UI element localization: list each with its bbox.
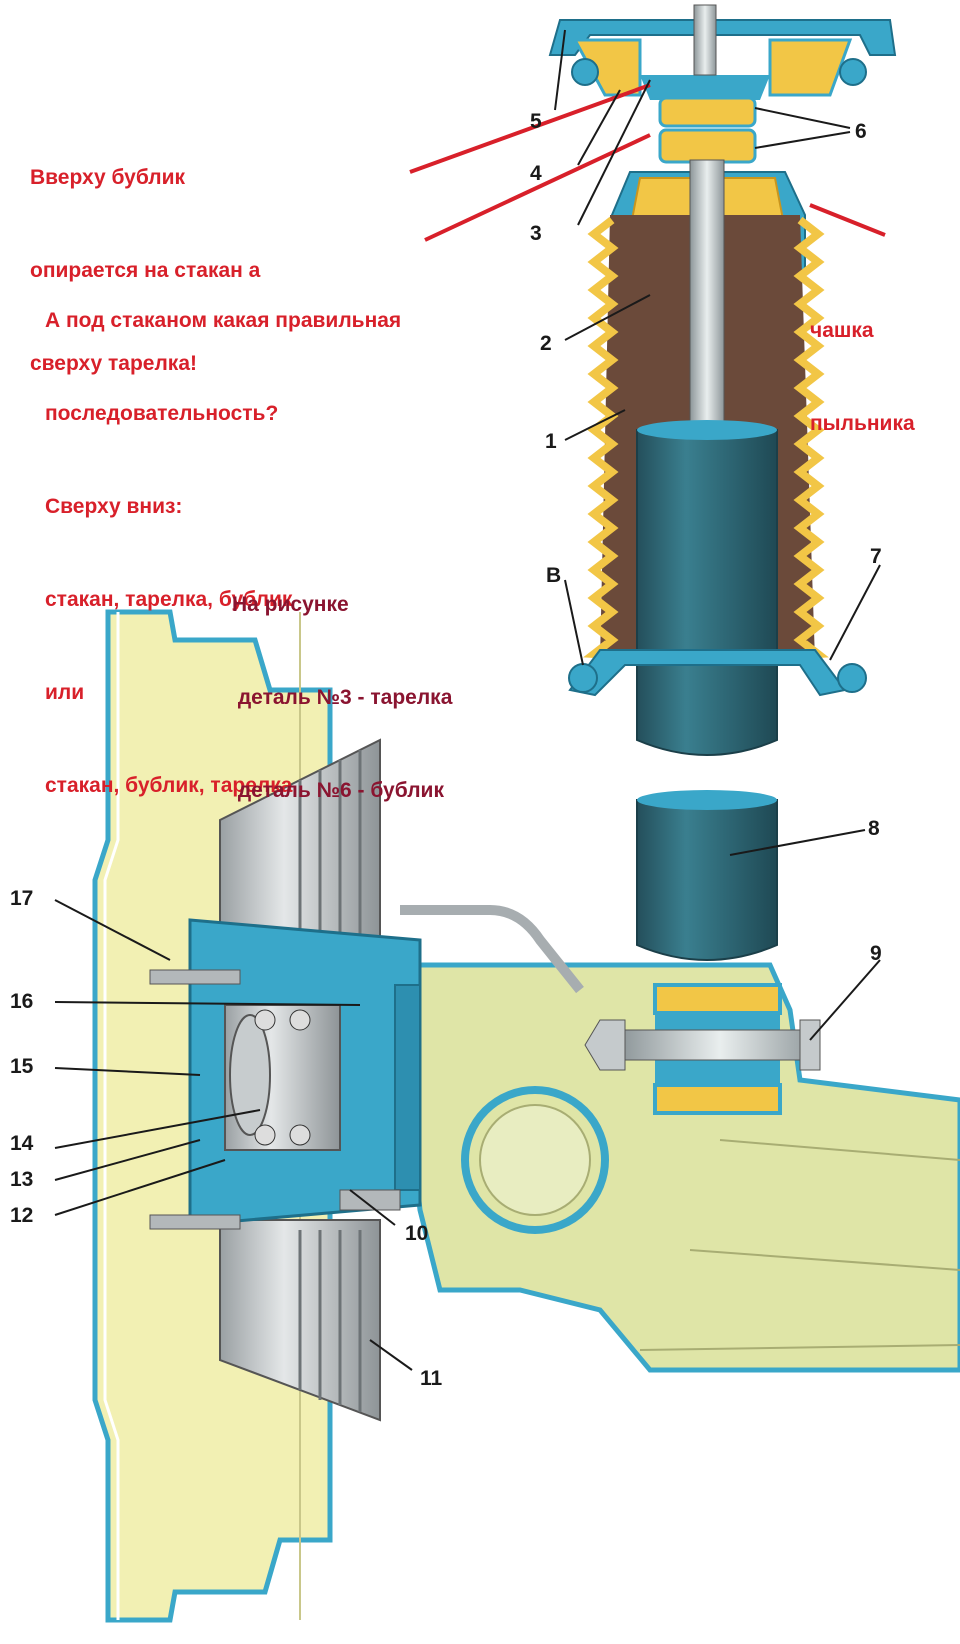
label-9: 9	[870, 942, 882, 965]
note-line: пыльника	[810, 412, 915, 435]
note-line: А под стаканом какая правильная	[45, 309, 402, 332]
note-line: сверху тарелка!	[30, 352, 197, 375]
label-7: 7	[870, 545, 882, 568]
note-line: последовательность?	[45, 402, 279, 425]
label-1: 1	[545, 430, 557, 453]
note-line: Сверху вниз:	[45, 495, 183, 518]
label-12: 12	[10, 1204, 33, 1227]
shock-upper-body	[636, 420, 778, 756]
rubber-bushings	[658, 96, 757, 164]
label-11: 11	[420, 1367, 443, 1390]
annotation-lines	[409, 83, 886, 242]
label-13: 13	[10, 1168, 33, 1191]
leader-lines	[54, 29, 881, 1371]
brake-pipe	[400, 905, 584, 994]
shock-rod	[689, 159, 725, 431]
lower-arm	[407, 962, 960, 1373]
label-4: 4	[530, 162, 542, 185]
note-line: стакан, бублик, тарелка	[45, 774, 293, 797]
label-14: 14	[10, 1132, 34, 1155]
part-labels: 5 4 3 6 2 1 В 7 8 9 10 11 12 13 14 15 16…	[10, 110, 882, 1390]
spring-seat	[568, 649, 867, 697]
lower-eye-mount	[584, 983, 821, 1115]
label-16: 16	[10, 990, 33, 1013]
note-line: Вверху бублик	[30, 166, 186, 189]
label-B: В	[546, 564, 561, 587]
label-15: 15	[10, 1055, 34, 1078]
note-line: чашка	[810, 319, 874, 342]
label-6: 6	[855, 120, 867, 143]
label-2: 2	[540, 332, 552, 355]
note-top-left: Вверху бублик опирается на стакан а свер…	[30, 100, 260, 410]
note-figure: На рисунке деталь №3 - тарелка деталь №6…	[232, 527, 452, 837]
shock-lower-body	[636, 790, 778, 961]
note-line: На рисунке	[232, 593, 349, 616]
note-dust-cup: чашка пыльника	[810, 253, 915, 470]
label-5: 5	[530, 110, 542, 133]
top-mount	[548, 4, 897, 100]
label-3: 3	[530, 222, 542, 245]
brake-drum	[219, 738, 381, 1422]
label-8: 8	[868, 817, 880, 840]
note-line: или	[45, 681, 85, 704]
note-line: деталь №3 - тарелка	[232, 686, 453, 709]
wheel-hub	[149, 918, 422, 1230]
label-10: 10	[405, 1222, 428, 1245]
note-line: стакан, тарелка, бублик	[45, 588, 293, 611]
note-line: опирается на стакан а	[30, 259, 261, 282]
label-17: 17	[10, 887, 33, 910]
note-question: А под стаканом какая правильная последов…	[45, 243, 401, 832]
note-line: деталь №6 - бублик	[232, 779, 444, 802]
